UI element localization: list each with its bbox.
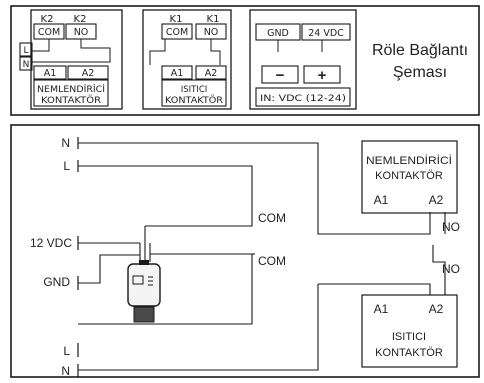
label-n-bottom: N: [61, 364, 70, 378]
k1-com-label: COM: [166, 27, 188, 38]
l-terminal: [19, 42, 33, 57]
k2-name-box: [33, 79, 109, 107]
k2-a2-terminal: [67, 65, 109, 80]
top-panel: K2 K2 COM NO L N A1 A2 NEMLENDİRİCİ KONT…: [10, 5, 480, 116]
diagram-title-line1: Röle Bağlantı: [372, 42, 468, 59]
k1-label-2: K1: [207, 14, 220, 25]
label-gnd: GND: [43, 275, 70, 289]
k2-a1-label: A1: [44, 68, 57, 79]
k2-a1-terminal: [33, 65, 67, 80]
relay-device-icon: [127, 243, 161, 323]
humidifier-a2: A2: [429, 193, 444, 207]
l-terminal-label: L: [23, 46, 28, 56]
k1-label-1: K1: [170, 14, 183, 25]
k2-name-line1: NEMLENDİRİCİ: [37, 84, 105, 95]
k1-a1-label: A1: [171, 68, 184, 79]
minus-terminal: [261, 65, 299, 84]
k1-name-box: [161, 79, 227, 107]
heater-name-line1: ISITICI: [392, 331, 426, 343]
humidifier-name-line2: KONTAKTÖR: [375, 170, 443, 182]
label-l-top: L: [63, 159, 70, 173]
k1-name-line2: KONTAKTÖR: [165, 95, 223, 106]
label-l-bottom: L: [63, 344, 70, 358]
power-input-module: GND 24 VDC − + IN: VDC (12-24): [249, 9, 357, 110]
k1-a2-label: A2: [205, 68, 218, 79]
gnd-label: GND: [267, 28, 289, 39]
humidifier-contactor: NEMLENDİRİCİ KONTAKTÖR A1 A2: [361, 140, 458, 214]
heater-contactor: A1 A2 ISITICI KONTAKTÖR: [361, 294, 458, 368]
k2-com-label: COM: [38, 27, 60, 38]
n-terminal: [19, 56, 33, 71]
minus-sign: −: [276, 67, 285, 84]
com-label-top: COM: [258, 211, 286, 225]
k1-a1-terminal: [161, 65, 193, 80]
plus-terminal: [303, 65, 341, 84]
vdc-label: 24 VDC: [308, 28, 344, 39]
com-label-bottom: COM: [258, 254, 286, 268]
no-label-top: NO: [442, 220, 460, 234]
vdc-terminal: [301, 23, 351, 41]
label-n-top: N: [61, 136, 70, 150]
diagram-title-line2: Şeması: [393, 64, 447, 81]
k1-com-terminal: [161, 23, 193, 40]
heater-a1: A1: [374, 302, 389, 316]
heater-a2: A2: [429, 302, 444, 316]
k1-no-label: NO: [204, 27, 219, 38]
input-voltage-label: IN: VDC (12-24): [260, 94, 346, 104]
bottom-panel: N L 12 VDC GND L N COM COM NO NO: [10, 124, 480, 378]
k2-a2-label: A2: [82, 68, 95, 79]
k1-name-line1: ISITICI: [181, 85, 208, 95]
k1-a2-terminal: [195, 65, 227, 80]
input-label-box: [255, 87, 351, 107]
k2-name-line2: KONTAKTÖR: [41, 95, 101, 106]
heater-name-line2: KONTAKTÖR: [375, 347, 443, 359]
k2-no-label: NO: [74, 27, 89, 38]
humidifier-a1: A1: [374, 193, 389, 207]
humidifier-name-line1: NEMLENDİRİCİ: [366, 154, 452, 167]
plus-sign: +: [318, 67, 327, 84]
n-terminal-label: N: [23, 60, 30, 70]
k2-module: K2 K2 COM NO L N A1 A2 NEMLENDİRİCİ KONT…: [19, 9, 123, 110]
k1-module: K1 K1 COM NO A1 A2 ISITICI KONTAKTÖR: [142, 9, 232, 110]
no-label-bottom: NO: [442, 262, 460, 276]
k2-label-1: K2: [41, 14, 54, 25]
label-12vdc: 12 VDC: [30, 236, 72, 250]
k2-label-2: K2: [74, 14, 87, 25]
